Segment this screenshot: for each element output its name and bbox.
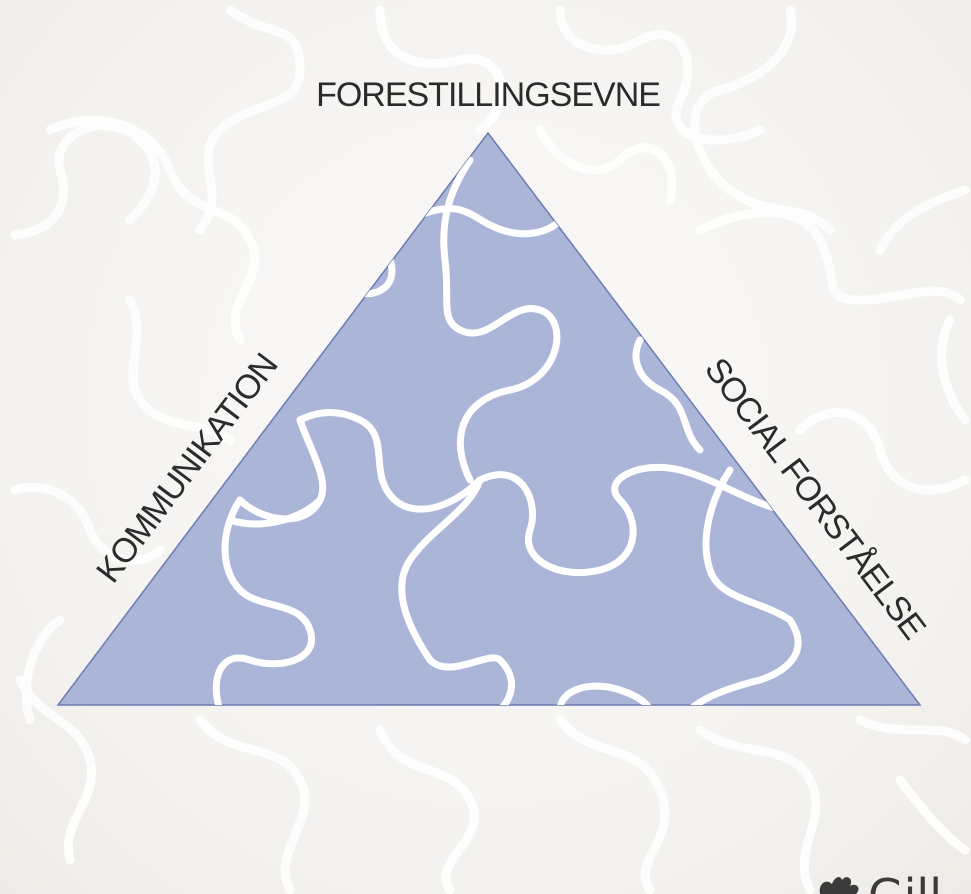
top-label: FORESTILLINGSEVNE	[316, 76, 660, 114]
logo-text: Gill	[868, 869, 942, 894]
fleur-de-lis-icon	[819, 877, 859, 894]
logo: Gill	[819, 869, 942, 894]
triangle-puzzle-lines	[212, 156, 802, 705]
background-puzzle-pattern	[10, 5, 970, 894]
